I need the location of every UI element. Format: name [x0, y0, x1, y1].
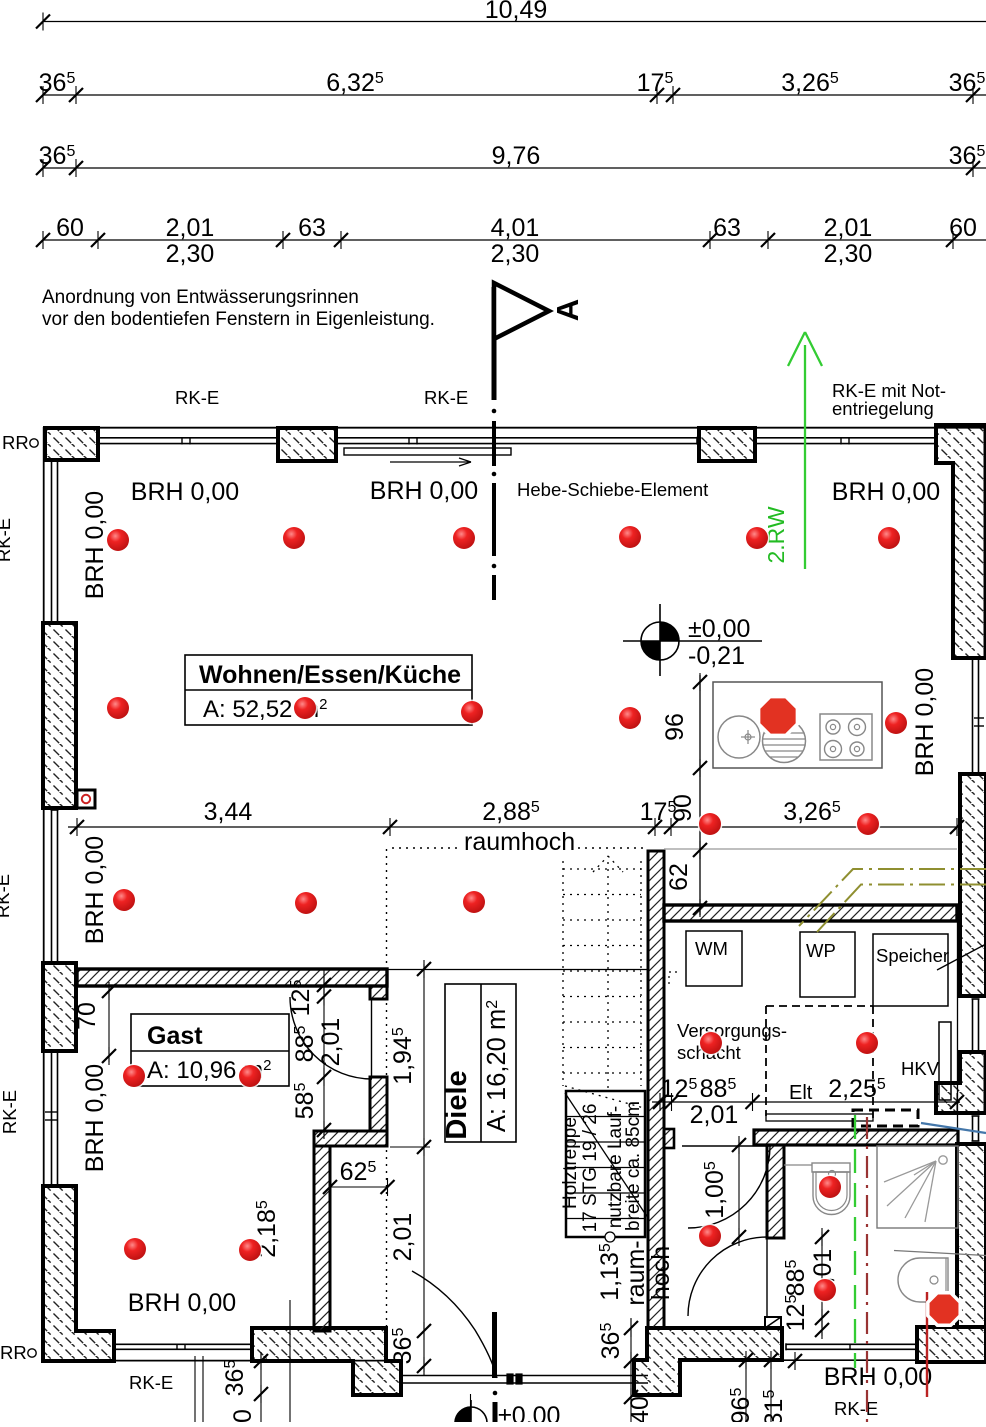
svg-text:Hebe-Schiebe-Element: Hebe-Schiebe-Element: [517, 479, 708, 500]
svg-text:10,49: 10,49: [485, 0, 548, 24]
svg-text:hoch: hoch: [647, 1246, 675, 1300]
svg-text:Wohnen/Essen/Küche: Wohnen/Essen/Küche: [199, 661, 461, 689]
svg-text:raum-: raum-: [622, 1240, 650, 1305]
svg-text:RK-E: RK-E: [0, 518, 14, 562]
svg-text:Gast: Gast: [147, 1022, 203, 1050]
svg-text:BRH 0,00: BRH 0,00: [824, 1363, 932, 1391]
svg-text:365: 365: [597, 1323, 625, 1360]
svg-text:-0,21: -0,21: [688, 642, 745, 670]
svg-text:BRH 0,00: BRH 0,00: [81, 1064, 109, 1172]
svg-text:1,135: 1,135: [596, 1243, 624, 1301]
svg-text:4,01: 4,01: [491, 214, 540, 242]
svg-text:raumhoch: raumhoch: [464, 828, 575, 856]
svg-text:70: 70: [73, 1002, 101, 1030]
svg-text:RK-E: RK-E: [0, 874, 13, 918]
svg-text:Diele: Diele: [441, 1070, 473, 1139]
svg-text:96: 96: [661, 713, 689, 741]
svg-text:Holztreppe: Holztreppe: [560, 1117, 581, 1209]
svg-text:3,265: 3,265: [781, 69, 839, 97]
svg-text:3,265: 3,265: [783, 798, 841, 826]
svg-text:±0,00: ±0,00: [498, 1402, 560, 1422]
svg-text:60: 60: [56, 214, 84, 242]
svg-text:RK-E: RK-E: [834, 1398, 878, 1419]
svg-text:6,325: 6,325: [326, 69, 384, 97]
svg-text:WP: WP: [806, 940, 836, 961]
svg-text:RR: RR: [2, 432, 29, 453]
svg-text:Elt: Elt: [789, 1082, 813, 1104]
svg-text:Anordnung von Entwässerungsrin: Anordnung von Entwässerungsrinnen: [42, 287, 359, 308]
svg-text:63: 63: [713, 214, 741, 242]
svg-text:WM: WM: [695, 938, 728, 959]
svg-text:RK-E: RK-E: [0, 1090, 20, 1134]
svg-text:365: 365: [389, 1328, 417, 1365]
svg-text:365: 365: [221, 1360, 249, 1397]
svg-text:2,30: 2,30: [166, 240, 215, 268]
svg-text:nutzbare Lauf-: nutzbare Lauf-: [605, 1106, 626, 1229]
svg-text:2,01: 2,01: [389, 1213, 417, 1262]
svg-text:entriegelung: entriegelung: [832, 398, 934, 419]
svg-text:2,01: 2,01: [690, 1101, 739, 1129]
svg-text:0: 0: [229, 1409, 257, 1422]
svg-text:2,30: 2,30: [491, 240, 540, 268]
svg-text:2,01: 2,01: [824, 214, 873, 242]
svg-text:9,76: 9,76: [492, 142, 541, 170]
svg-text:BRH 0,00: BRH 0,00: [81, 491, 109, 599]
svg-text:Speicher: Speicher: [876, 945, 949, 966]
svg-text:2,01: 2,01: [317, 1018, 345, 1067]
svg-text:HKV: HKV: [901, 1058, 940, 1079]
svg-text:1,005: 1,005: [701, 1161, 729, 1219]
svg-text:60: 60: [949, 214, 977, 242]
svg-text:BRH 0,00: BRH 0,00: [370, 477, 478, 505]
svg-text:Versorgungs-: Versorgungs-: [677, 1020, 787, 1041]
svg-text:BRH 0,00: BRH 0,00: [128, 1289, 236, 1317]
svg-text:3,44: 3,44: [204, 798, 253, 826]
svg-text:RR: RR: [0, 1342, 27, 1363]
svg-text:2,01: 2,01: [166, 214, 215, 242]
svg-text:breite ca. 85cm: breite ca. 85cm: [623, 1101, 644, 1231]
svg-text:A: 16,20 m2: A: 16,20 m2: [483, 1000, 511, 1132]
svg-text:BRH 0,00: BRH 0,00: [911, 668, 939, 776]
svg-text:62: 62: [665, 863, 693, 891]
svg-text:2,885: 2,885: [482, 798, 540, 826]
svg-text:90: 90: [669, 794, 697, 822]
svg-text:2,30: 2,30: [824, 240, 873, 268]
svg-text:1,945: 1,945: [389, 1027, 417, 1085]
svg-text:±0,00: ±0,00: [688, 615, 750, 643]
svg-text:2,255: 2,255: [828, 1075, 886, 1103]
svg-text:RK-E: RK-E: [129, 1372, 173, 1393]
svg-text:RK-E: RK-E: [175, 387, 219, 408]
svg-text:vor den bodentiefen Fenstern i: vor den bodentiefen Fenstern in Eigenlei…: [42, 309, 435, 330]
svg-text:BRH 0,00: BRH 0,00: [832, 478, 940, 506]
svg-text:63: 63: [298, 214, 326, 242]
svg-text:RK-E: RK-E: [424, 387, 468, 408]
svg-text:RK-E mit Not-: RK-E mit Not-: [832, 380, 946, 401]
svg-text:40: 40: [626, 1396, 654, 1422]
svg-text:17 STG 19 / 26: 17 STG 19 / 26: [580, 1104, 601, 1233]
svg-text:A: A: [550, 299, 585, 321]
svg-text:BRH 0,00: BRH 0,00: [131, 478, 239, 506]
svg-text:BRH 0,00: BRH 0,00: [81, 836, 109, 944]
